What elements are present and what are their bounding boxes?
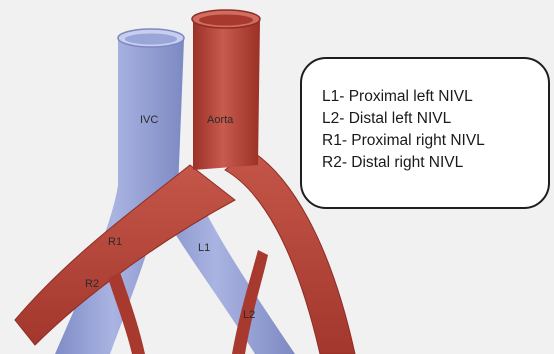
r1-label: R1 [108, 236, 122, 248]
ivc-label: IVC [140, 114, 158, 126]
legend-item-r1: R1- Proximal right NIVL [322, 130, 548, 152]
legend-item-l2: L2- Distal left NIVL [322, 108, 548, 130]
l2-label: L2 [243, 309, 255, 321]
legend-box: L1- Proximal left NIVL L2- Distal left N… [300, 57, 550, 209]
r2-label: R2 [85, 278, 99, 290]
legend-item-l1: L1- Proximal left NIVL [322, 86, 548, 108]
l1-label: L1 [198, 242, 210, 254]
aorta-label: Aorta [207, 114, 234, 126]
aorta-trunk [193, 20, 260, 170]
legend-item-r2: R2- Distal right NIVL [322, 152, 548, 174]
